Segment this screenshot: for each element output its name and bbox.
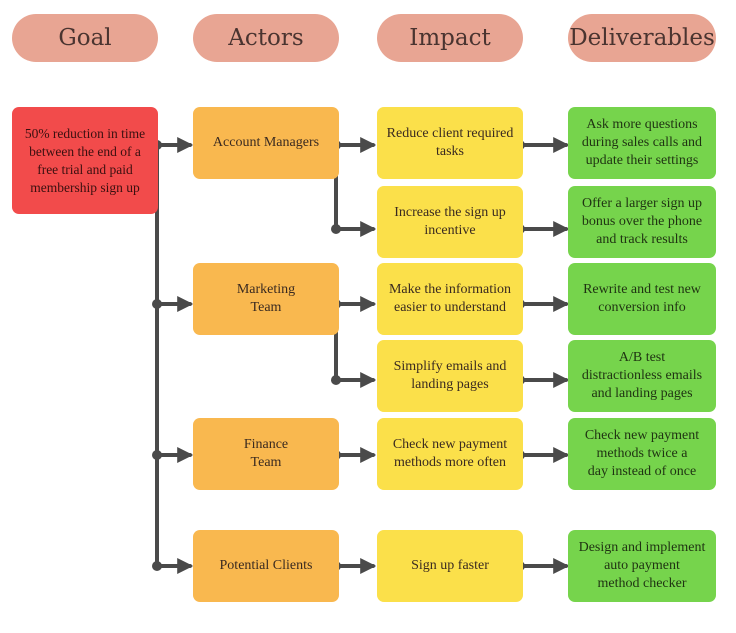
header-deliverables: Deliverables: [568, 14, 716, 62]
impact-reduce-client-tasks: Reduce client required tasks: [377, 107, 523, 179]
deliverable-ask-more-questions: Ask more questions during sales calls an…: [568, 107, 716, 179]
junction-dot: [152, 561, 162, 571]
junction-dot: [331, 375, 341, 385]
impact-check-payment-methods: Check new payment methods more often: [377, 418, 523, 490]
junction-dot: [152, 450, 162, 460]
actor-finance-team: Finance Team: [193, 418, 339, 490]
impact-increase-incentive: Increase the sign up incentive: [377, 186, 523, 258]
deliverable-check-payment-twice: Check new payment methods twice a day in…: [568, 418, 716, 490]
goal-node: 50% reduction in time between the end of…: [12, 107, 158, 214]
actor-potential-clients: Potential Clients: [193, 530, 339, 602]
impact-make-info-easier: Make the information easier to understan…: [377, 263, 523, 335]
impact-simplify-emails: Simplify emails and landing pages: [377, 340, 523, 412]
impact-sign-up-faster: Sign up faster: [377, 530, 523, 602]
junction-dot: [152, 299, 162, 309]
deliverable-offer-larger-bonus: Offer a larger sign up bonus over the ph…: [568, 186, 716, 258]
junction-dot: [331, 224, 341, 234]
header-actors: Actors: [193, 14, 339, 62]
deliverable-auto-payment-checker: Design and implement auto payment method…: [568, 530, 716, 602]
header-goal: Goal: [12, 14, 158, 62]
deliverable-rewrite-test-info: Rewrite and test new conversion info: [568, 263, 716, 335]
actor-marketing-team: Marketing Team: [193, 263, 339, 335]
header-impact: Impact: [377, 14, 523, 62]
actor-account-managers: Account Managers: [193, 107, 339, 179]
deliverable-ab-test-emails: A/B test distractionless emails and land…: [568, 340, 716, 412]
